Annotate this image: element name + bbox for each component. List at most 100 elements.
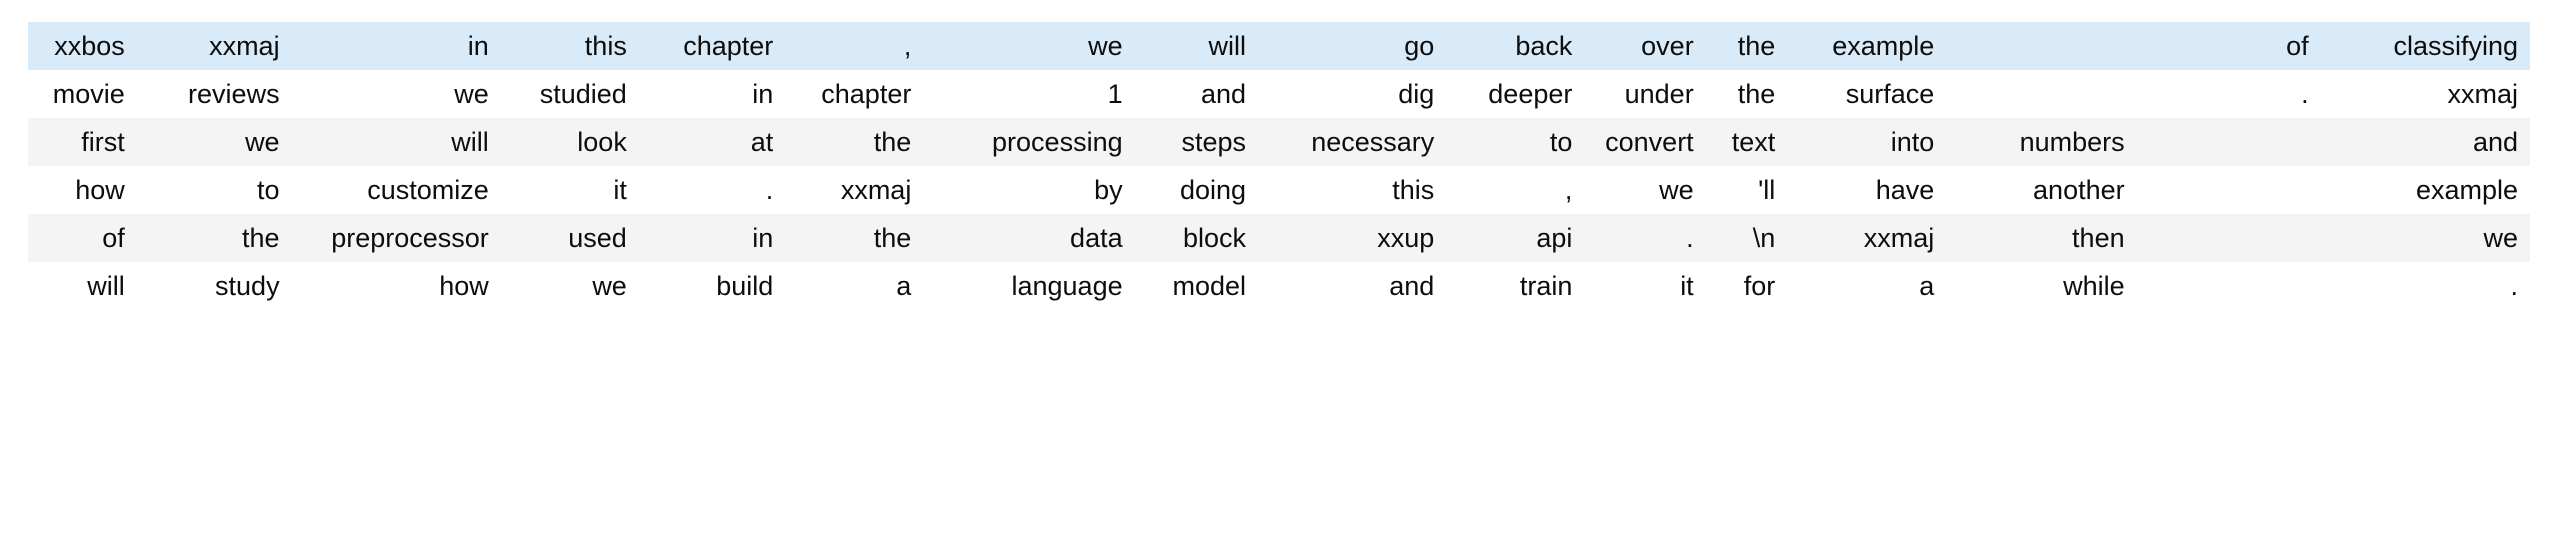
token-cell: ,: [1564, 175, 1573, 205]
token-cell: in: [752, 79, 774, 109]
token-cell: under: [1624, 79, 1694, 109]
token-cell: for: [1743, 271, 1776, 301]
token-cell: into: [1890, 127, 1935, 157]
token-cell: the: [1737, 79, 1776, 109]
table-row: how to customize it. xxmaj by doing this, we 'll h…: [28, 166, 2530, 214]
token-cell: model: [1172, 271, 1247, 301]
token-cell: to: [1549, 127, 1573, 157]
token-cell: train: [1519, 271, 1573, 301]
token-cell: language: [1011, 271, 1123, 301]
token-cell: and: [2472, 127, 2518, 157]
token-cell: we: [1659, 175, 1694, 205]
token-cell: xxmaj: [2447, 79, 2518, 109]
token-cell: then: [2072, 223, 2125, 253]
table-row: of the preprocessor used in the data block xxup a…: [28, 214, 2530, 262]
token-cell: processing: [992, 127, 1123, 157]
token-cell: example: [1832, 31, 1935, 61]
token-cell: example: [2415, 175, 2518, 205]
token-cell: api: [1536, 223, 1573, 253]
token-cell: xxmaj: [1863, 223, 1935, 253]
token-cell: will: [1208, 31, 1247, 61]
token-cell: .: [2301, 79, 2309, 109]
token-cell: doing: [1179, 175, 1247, 205]
token-cell: first: [81, 127, 125, 157]
token-cell: over: [1641, 31, 1694, 61]
token-cell: [2137, 118, 2321, 166]
token-cell: a: [1919, 271, 1935, 301]
token-cell: surface: [1845, 79, 1935, 109]
token-cell: study: [215, 271, 280, 301]
token-cell: will: [87, 271, 125, 301]
token-cell: dig: [1398, 79, 1435, 109]
token-cell: in: [467, 31, 489, 61]
token-cell: [1946, 70, 2136, 118]
token-cell: build: [716, 271, 774, 301]
token-cell: steps: [1181, 127, 1247, 157]
token-cell: 1: [1107, 79, 1123, 109]
token-cell: .: [765, 175, 774, 205]
token-cell: the: [873, 127, 912, 157]
token-cell: [2137, 262, 2321, 310]
token-cell: how: [75, 175, 125, 205]
token-cell: studied: [539, 79, 627, 109]
token-cell: this: [584, 31, 627, 61]
token-cell: convert: [1605, 127, 1694, 157]
token-cell: will: [451, 127, 489, 157]
token-cell: data: [1070, 223, 1123, 253]
token-cell: we: [2483, 223, 2518, 253]
token-cell: at: [750, 127, 774, 157]
token-cell: this: [1392, 175, 1435, 205]
token-cell: and: [1389, 271, 1435, 301]
token-cell: \n: [1752, 223, 1776, 253]
token-cell: back: [1515, 31, 1573, 61]
token-cell: necessary: [1311, 127, 1435, 157]
table-row: will study how we build a language model and trai…: [28, 262, 2530, 310]
token-cell: chapter: [683, 31, 774, 61]
token-cell: and: [1200, 79, 1247, 109]
token-cell: we: [245, 127, 280, 157]
token-cell: [2137, 166, 2321, 214]
token-cell: the: [242, 223, 280, 253]
token-cell: text: [1731, 127, 1776, 157]
token-cell: we: [592, 271, 627, 301]
token-cell: [2137, 214, 2321, 262]
token-cell: by: [1094, 175, 1123, 205]
token-cell: another: [2033, 175, 2125, 205]
token-cell: of: [2286, 31, 2309, 61]
token-cell: the: [873, 223, 912, 253]
token-cell: to: [257, 175, 280, 205]
token-cell: preprocessor: [331, 223, 489, 253]
token-cell: we: [1088, 31, 1123, 61]
token-cell: the: [1737, 31, 1776, 61]
token-cell: have: [1875, 175, 1935, 205]
token-cell: numbers: [2019, 127, 2125, 157]
token-cell: .: [2510, 271, 2518, 301]
token-cell: it: [613, 175, 627, 205]
token-cell: look: [577, 127, 627, 157]
token-cell: classifying: [2393, 31, 2518, 61]
token-cell: customize: [367, 175, 489, 205]
token-cell: xxmaj: [840, 175, 912, 205]
token-cell: [1946, 22, 2136, 70]
table-row: first we will look at the processing steps neces…: [28, 118, 2530, 166]
token-cell: .: [1686, 223, 1694, 253]
token-cell: movie: [52, 79, 125, 109]
token-cell: ,: [903, 31, 912, 61]
token-cell: go: [1404, 31, 1435, 61]
token-cell: xxup: [1377, 223, 1435, 253]
token-cell: it: [1680, 271, 1694, 301]
token-cell: we: [454, 79, 489, 109]
token-cell: xxmaj: [209, 31, 280, 61]
token-cell: 'll: [1758, 175, 1776, 205]
token-cell: block: [1183, 223, 1247, 253]
token-cell: how: [439, 271, 489, 301]
token-cell: of: [102, 223, 125, 253]
token-cell: used: [568, 223, 627, 253]
token-cell: deeper: [1488, 79, 1573, 109]
token-cell: in: [752, 223, 774, 253]
